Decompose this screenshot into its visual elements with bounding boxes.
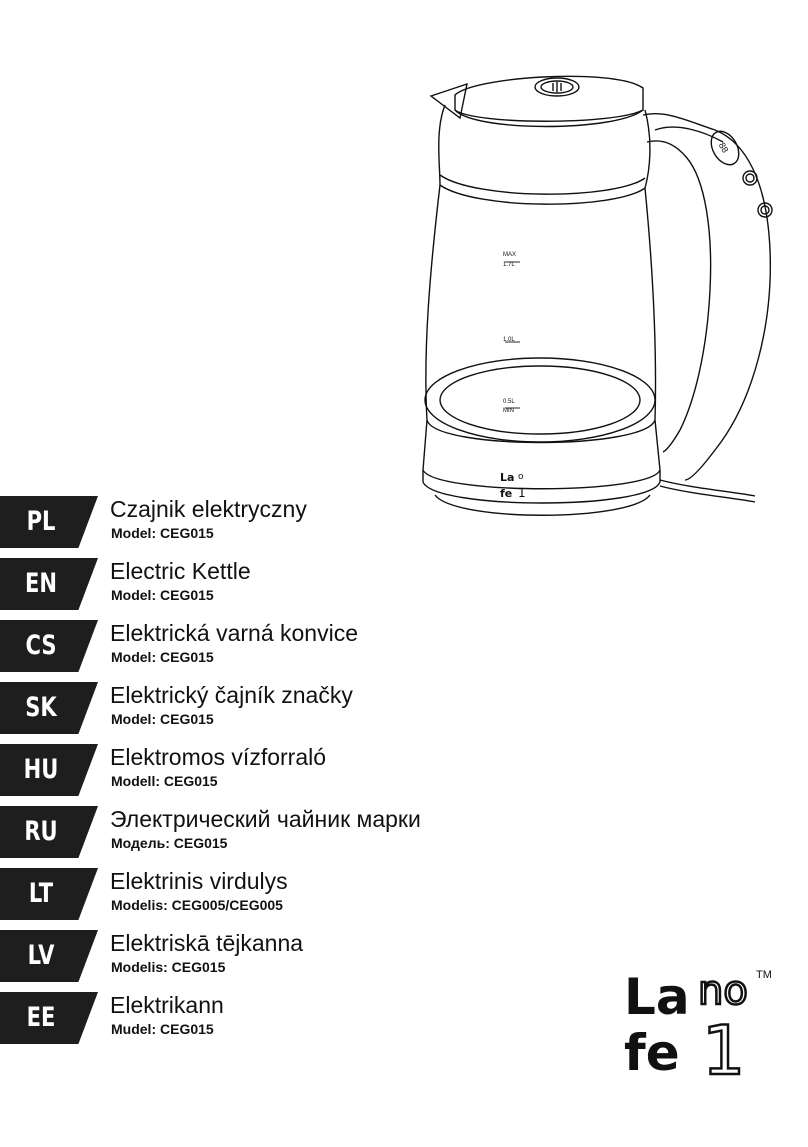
language-tab xyxy=(0,744,98,796)
language-code: EN xyxy=(24,568,58,599)
language-row-ee: EE Elektrikann Mudel: CEG015 xyxy=(0,992,560,1044)
language-code: LT xyxy=(28,878,54,909)
language-code: RU xyxy=(24,816,58,847)
logo-one: 1 xyxy=(702,1012,745,1080)
product-title: Elektrická varná konvice xyxy=(110,620,358,646)
kettle-badge-1: 1 xyxy=(518,486,526,500)
model-number: Mudel: CEG015 xyxy=(111,1021,214,1037)
language-tab xyxy=(0,806,98,858)
model-number: Modell: CEG015 xyxy=(111,773,218,789)
logo-la: La xyxy=(624,968,690,1026)
language-tab xyxy=(0,930,98,982)
max-label: MAX xyxy=(503,252,516,258)
language-row-lt: LT Elektrinis virdulys Modelis: CEG005/C… xyxy=(0,868,560,920)
product-title: Czajnik elektryczny xyxy=(110,496,307,522)
product-title: Elektrický čajník značky xyxy=(110,682,353,708)
product-title: Электрический чайник марки xyxy=(110,806,421,832)
product-title: Elektromos vízforraló xyxy=(110,744,327,770)
language-row-sk: SK Elektrický čajník značky Model: CEG01… xyxy=(0,682,560,734)
max-volume-label: 1.7L xyxy=(503,262,515,268)
product-title: Elektrikann xyxy=(110,992,224,1018)
language-row-cs: CS Elektrická varná konvice Model: CEG01… xyxy=(0,620,560,672)
kettle-badge-o: o xyxy=(518,472,524,482)
min-label: MIN xyxy=(503,408,514,414)
model-number: Modelis: CEG015 xyxy=(111,959,226,975)
min-volume-label: 0.5L xyxy=(503,399,515,405)
model-number: Model: CEG015 xyxy=(111,711,214,727)
kettle-illustration: 88 MAX 1.7L 1.0L 0.5L MIN La o fe 1 xyxy=(422,75,773,516)
brand-logo: La no TM fe 1 xyxy=(624,967,772,1080)
model-number: Modelis: CEG005/CEG005 xyxy=(111,897,283,913)
language-code: EE xyxy=(26,1002,56,1033)
language-tab xyxy=(0,868,98,920)
product-title: Electric Kettle xyxy=(110,558,251,584)
language-code: LV xyxy=(27,940,55,971)
language-code: CS xyxy=(25,630,57,661)
model-number: Model: CEG015 xyxy=(111,649,214,665)
language-code: HU xyxy=(23,754,59,785)
kettle-badge-logo: La o fe 1 xyxy=(500,471,526,500)
logo-fe: fe xyxy=(624,1024,680,1080)
kettle-display-text: 88 xyxy=(717,141,731,155)
logo-no: no xyxy=(698,968,748,1014)
product-title: Elektrinis virdulys xyxy=(110,868,288,894)
language-row-lv: LV Elektriskā tējkanna Modelis: CEG015 xyxy=(0,930,560,982)
language-row-hu: HU Elektromos vízforraló Modell: CEG015 xyxy=(0,744,560,796)
language-tab xyxy=(0,682,98,734)
model-number: Model: CEG015 xyxy=(111,587,214,603)
language-code: PL xyxy=(26,506,56,537)
language-tab xyxy=(0,620,98,672)
kettle-badge-la: La xyxy=(500,471,514,484)
mid-volume-label: 1.0L xyxy=(503,337,515,343)
product-title: Elektriskā tējkanna xyxy=(110,930,304,956)
model-number: Model: CEG015 xyxy=(111,525,214,541)
language-code: SK xyxy=(25,692,57,723)
logo-trademark: TM xyxy=(756,969,772,981)
language-row-en: EN Electric Kettle Model: CEG015 xyxy=(0,558,560,610)
language-row-ru: RU Электрический чайник марки Модель: CE… xyxy=(0,806,560,858)
language-tab xyxy=(0,558,98,610)
language-row-pl: PL Czajnik elektryczny Model: CEG015 xyxy=(0,496,560,548)
kettle-badge-fe: fe xyxy=(500,487,512,500)
model-number: Модель: CEG015 xyxy=(111,835,228,851)
language-tab xyxy=(0,496,98,548)
